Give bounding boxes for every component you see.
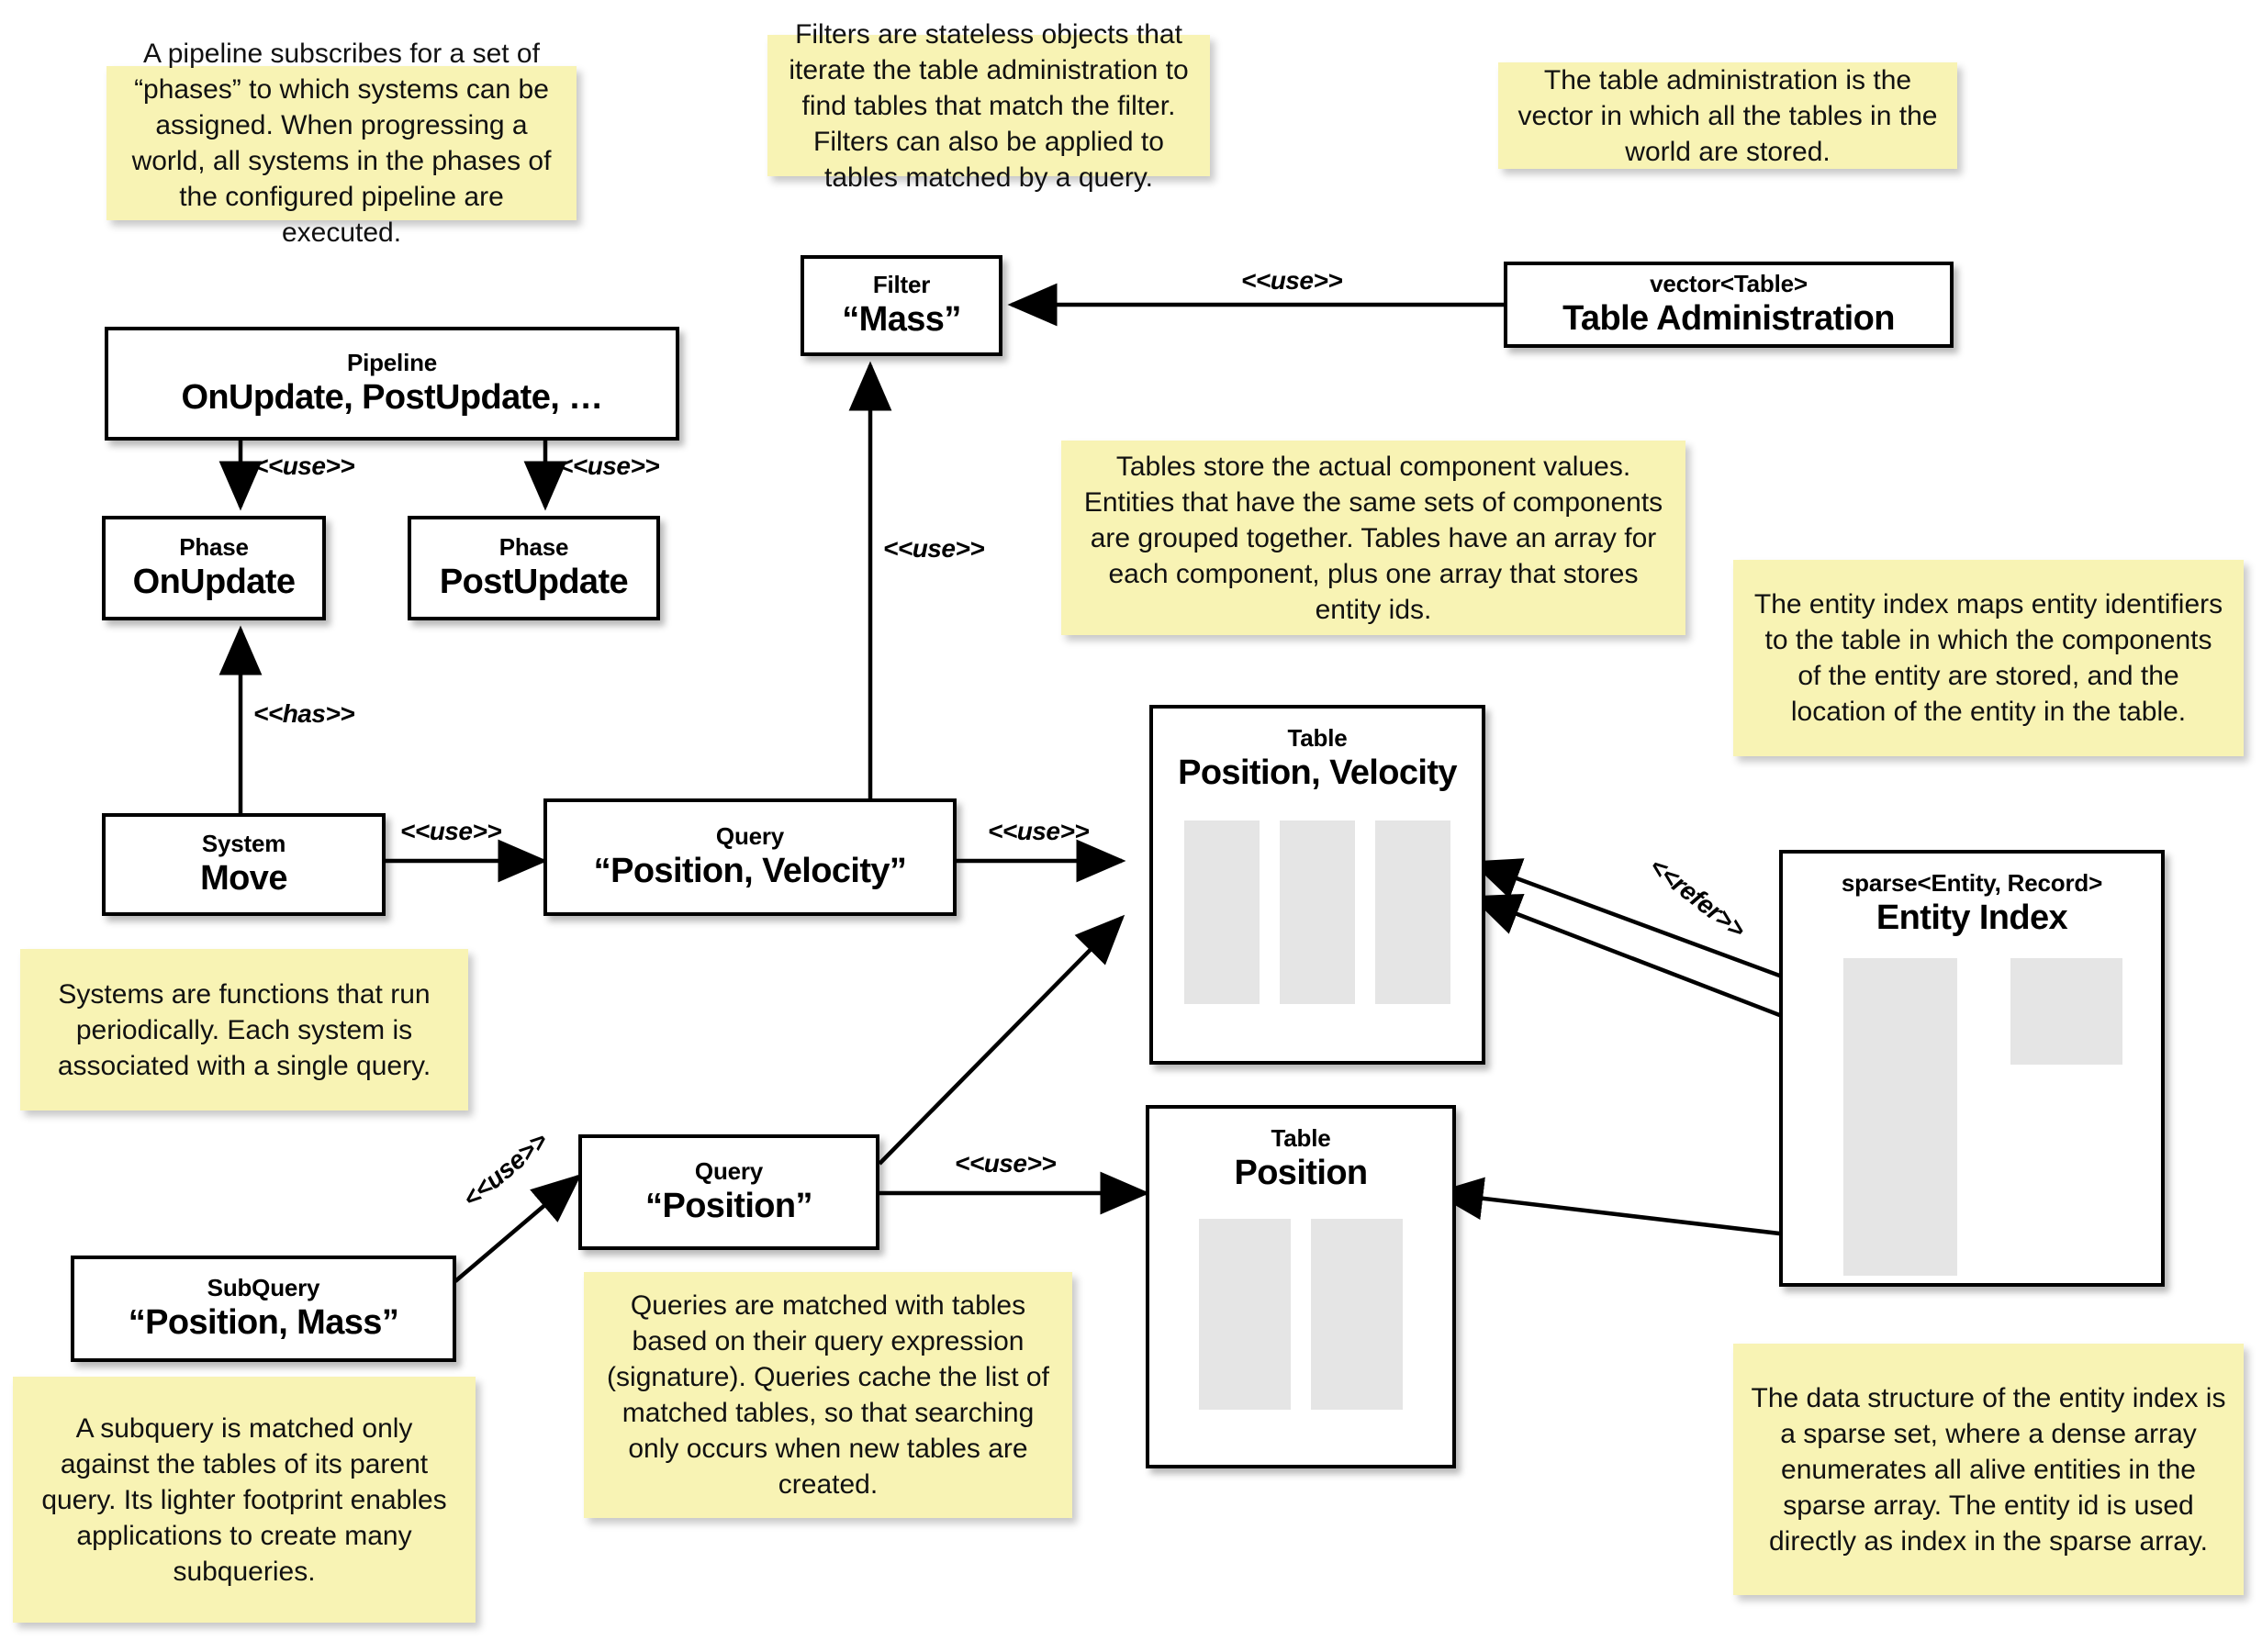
- node-phase-postupdate[interactable]: Phase PostUpdate: [408, 516, 660, 620]
- node-system-move[interactable]: System Move: [102, 813, 386, 916]
- note-queries: Queries are matched with tables based on…: [584, 1272, 1072, 1518]
- node-system-move-name: Move: [200, 859, 287, 899]
- node-entity-index[interactable]: sparse<Entity, Record> Entity Index: [1779, 850, 2165, 1287]
- node-query-p-kind: Query: [694, 1157, 764, 1186]
- node-query-p-name: “Position”: [645, 1187, 812, 1226]
- table-pv-array-0: [1184, 820, 1260, 1004]
- node-table-pv-kind: Table: [1287, 724, 1348, 752]
- node-table-position[interactable]: Table Position: [1146, 1105, 1456, 1468]
- node-phase-postupdate-kind: Phase: [498, 533, 569, 562]
- node-entity-index-kind: sparse<Entity, Record>: [1841, 869, 2103, 897]
- label-entity-index-refer: <<refer>>: [1643, 852, 1752, 944]
- table-pv-array-1: [1280, 820, 1355, 1004]
- note-filter: Filters are stateless objects that itera…: [767, 19, 1210, 193]
- node-subquery-kind: SubQuery: [207, 1274, 320, 1302]
- node-pipeline[interactable]: Pipeline OnUpdate, PostUpdate, …: [105, 327, 679, 441]
- node-pipeline-kind: Pipeline: [346, 349, 438, 377]
- node-phase-onupdate-kind: Phase: [179, 533, 249, 562]
- note-sparse-set: The data structure of the entity index i…: [1733, 1344, 2244, 1595]
- node-phase-onupdate[interactable]: Phase OnUpdate: [102, 516, 326, 620]
- label-system-uses-query: <<use>>: [400, 817, 502, 845]
- node-phase-postupdate-name: PostUpdate: [439, 563, 629, 602]
- label-pipeline-postupdate: <<use>>: [558, 452, 660, 480]
- node-table-administration[interactable]: vector<Table> Table Administration: [1504, 262, 1954, 348]
- note-tables: Tables store the actual component values…: [1061, 441, 1685, 635]
- node-query-position[interactable]: Query “Position”: [578, 1134, 879, 1250]
- node-filter-name: “Mass”: [842, 300, 961, 340]
- node-entity-index-name: Entity Index: [1876, 899, 2068, 938]
- node-system-move-kind: System: [201, 830, 286, 858]
- node-phase-onupdate-name: OnUpdate: [132, 563, 296, 602]
- entity-index-sparse-array: [1843, 958, 1957, 1276]
- node-pipeline-name: OnUpdate, PostUpdate, …: [181, 378, 603, 418]
- node-table-admin-name: Table Administration: [1562, 299, 1895, 339]
- node-filter-kind: Filter: [872, 271, 931, 299]
- label-queryp-uses-table: <<use>>: [955, 1149, 1057, 1178]
- node-filter-mass[interactable]: Filter “Mass”: [801, 255, 1002, 356]
- node-subquery-name: “Position, Mass”: [128, 1303, 399, 1343]
- label-pipeline-onupdate: <<use>>: [253, 452, 355, 480]
- node-table-p-kind: Table: [1271, 1124, 1331, 1152]
- label-query-uses-filter: <<use>>: [883, 534, 985, 563]
- label-tableadmin-uses-filter: <<use>>: [1241, 266, 1343, 295]
- node-query-position-velocity[interactable]: Query “Position, Velocity”: [543, 798, 957, 916]
- node-table-pv-name: Position, Velocity: [1178, 753, 1457, 793]
- node-query-pv-kind: Query: [715, 822, 785, 851]
- node-query-pv-name: “Position, Velocity”: [593, 852, 907, 891]
- table-pv-array-2: [1375, 820, 1450, 1004]
- edge-queryp-tablepv: [878, 914, 1125, 1166]
- node-table-admin-kind: vector<Table>: [1650, 270, 1808, 298]
- node-table-p-name: Position: [1234, 1154, 1368, 1193]
- label-querypv-uses-table: <<use>>: [988, 817, 1090, 845]
- note-pipeline: A pipeline subscribes for a set of “phas…: [106, 39, 577, 248]
- label-subquery-uses-query: <<use>>: [457, 1126, 554, 1213]
- note-subquery: A subquery is matched only against the t…: [13, 1377, 476, 1623]
- node-subquery-position-mass[interactable]: SubQuery “Position, Mass”: [71, 1256, 456, 1362]
- note-systems: Systems are functions that run periodica…: [20, 949, 468, 1111]
- note-table-admin: The table administration is the vector i…: [1498, 62, 1957, 169]
- table-p-array-0: [1199, 1219, 1291, 1410]
- label-system-has-phase: <<has>>: [253, 699, 355, 728]
- entity-index-dense-array: [2010, 958, 2122, 1065]
- table-p-array-1: [1311, 1219, 1403, 1410]
- note-entity-index: The entity index maps entity identifiers…: [1733, 560, 2244, 756]
- node-table-position-velocity[interactable]: Table Position, Velocity: [1149, 705, 1485, 1065]
